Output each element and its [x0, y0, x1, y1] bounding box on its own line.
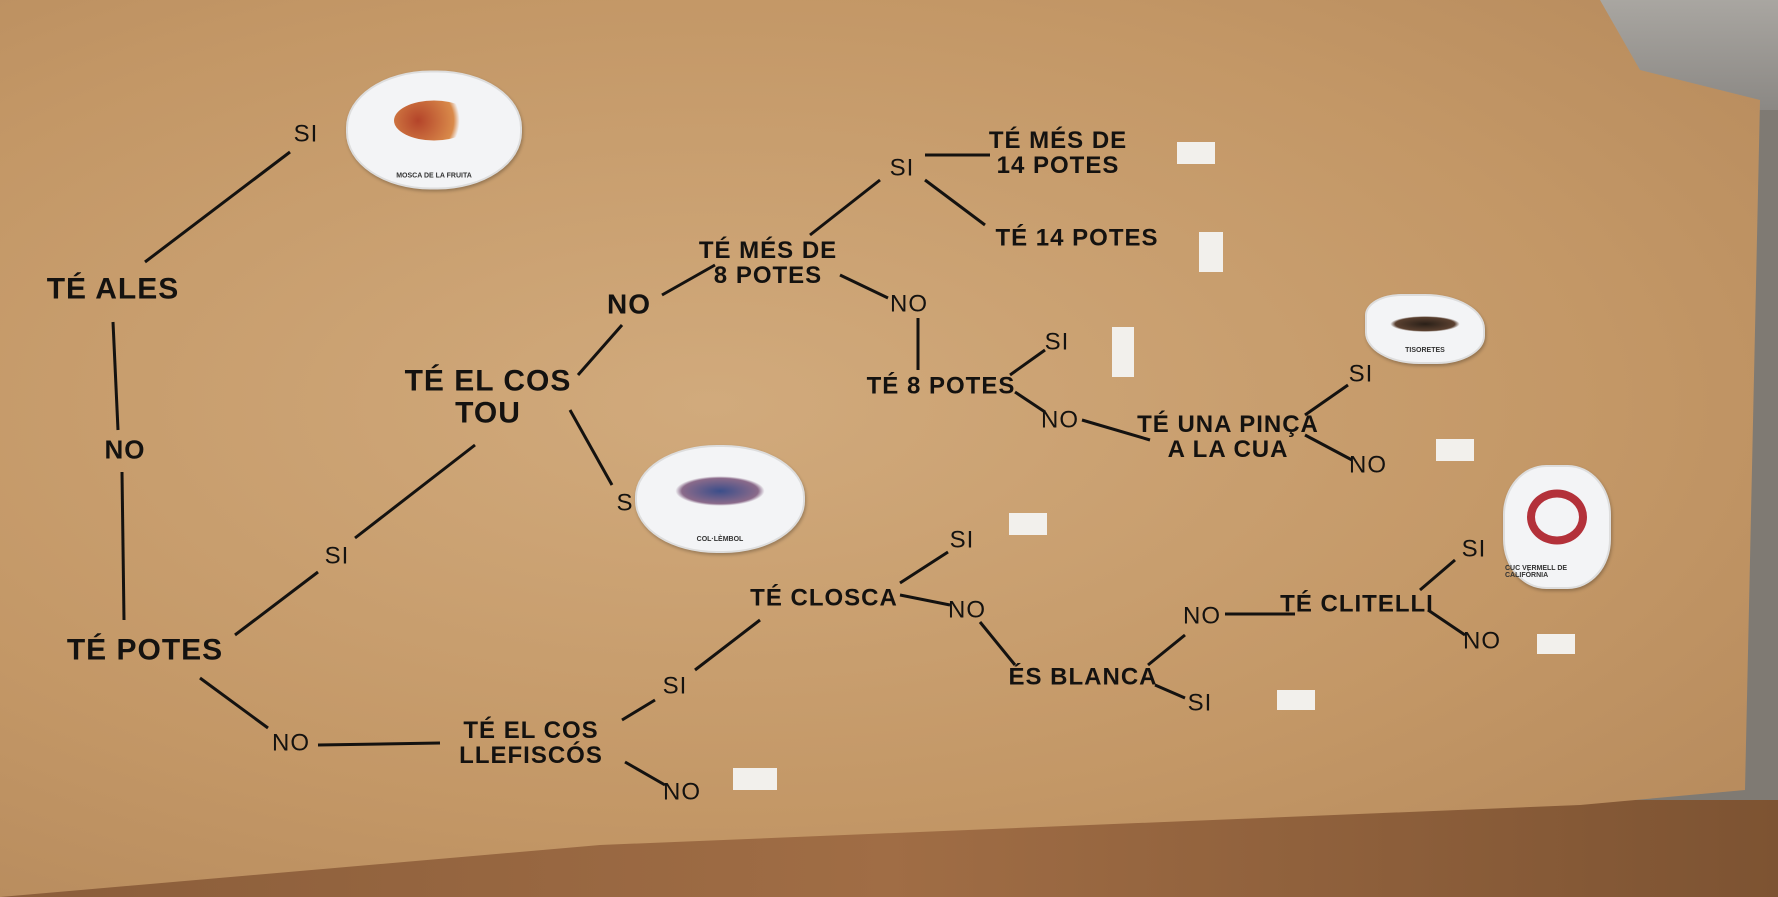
card-earwig: TISORETES: [1365, 294, 1485, 364]
answer-no: NO: [663, 778, 701, 806]
card-caption: MOSCA DE LA FRUITA: [396, 172, 472, 180]
answer-si: SI: [949, 526, 975, 554]
answer-no: NO: [890, 290, 928, 318]
velcro-tape: [1199, 232, 1223, 272]
line: [978, 621, 1017, 666]
line: [661, 263, 716, 297]
card-caption: CUC VERMELL DE CALIFÒRNIA: [1505, 565, 1568, 579]
card-caption: COL·LÈMBOL: [696, 536, 744, 543]
answer-no: NO: [1349, 451, 1387, 479]
node-te-potes: TÉ POTES: [66, 633, 224, 667]
answer-si: SI: [1044, 328, 1070, 356]
velcro-tape: [1177, 142, 1215, 164]
line: [1304, 383, 1349, 417]
card-red-worm: CUC VERMELL DE CALIFÒRNIA: [1503, 465, 1611, 589]
line: [621, 698, 656, 722]
line: [317, 741, 441, 747]
answer-si: SI: [1348, 360, 1374, 388]
answer-si: SI: [324, 542, 350, 570]
line: [111, 321, 120, 431]
answer-no: NO: [948, 596, 986, 624]
answer-no: NO: [1463, 627, 1501, 655]
answer-si: SI: [1461, 535, 1487, 563]
line: [899, 550, 949, 585]
line: [694, 618, 761, 672]
answer-no: NO: [104, 434, 146, 465]
card-caption: TISORETES: [1405, 347, 1445, 354]
springtail-icon: [675, 475, 765, 506]
node-te-mes-de-14-potes: TÉ MÉS DE 14 POTES: [988, 126, 1128, 179]
fruit-fly-icon: [394, 100, 474, 141]
answer-no: NO: [272, 729, 310, 757]
answer-si: SI: [293, 120, 319, 148]
line: [354, 443, 476, 540]
velcro-tape: [1436, 439, 1474, 461]
line: [568, 409, 614, 486]
line: [1419, 558, 1456, 592]
card-fruit-fly: MOSCA DE LA FRUITA: [346, 70, 522, 190]
line: [1427, 608, 1466, 637]
line: [809, 178, 881, 237]
node-te-8-potes: TÉ 8 POTES: [866, 372, 1016, 400]
velcro-tape: [1277, 690, 1315, 710]
line: [899, 593, 951, 607]
velcro-tape: [1537, 634, 1575, 654]
worm-icon: [1527, 489, 1587, 545]
velcro-tape: [1112, 327, 1134, 377]
answer-si: SI: [1187, 689, 1213, 717]
node-es-blanca: ÉS BLANCA: [1008, 663, 1158, 691]
line: [1304, 433, 1353, 462]
answer-no: NO: [1041, 406, 1079, 434]
line: [924, 178, 986, 227]
line: [1014, 390, 1046, 414]
answer-no: NO: [607, 288, 651, 320]
earwig-icon: [1390, 315, 1460, 332]
answer-no: NO: [1183, 602, 1221, 630]
line: [624, 760, 666, 787]
answer-si: SI: [662, 672, 688, 700]
answer-s: S: [616, 489, 634, 517]
line: [839, 273, 889, 300]
card-springtail: COL·LÈMBOL: [635, 445, 805, 553]
line: [120, 471, 126, 621]
line: [1154, 683, 1186, 700]
line: [1009, 348, 1046, 377]
node-te-el-cos-llefiscos: TÉ EL COS LLEFISCÓS: [459, 716, 603, 769]
node-te-closca: TÉ CLOSCA: [750, 584, 898, 612]
node-te-14-potes: TÉ 14 POTES: [995, 224, 1159, 252]
line: [199, 676, 269, 730]
line: [1081, 418, 1151, 442]
node-te-ales: TÉ ALES: [46, 272, 180, 306]
answer-si: SI: [889, 154, 915, 182]
node-te-clitelli: TÉ CLITELLI: [1280, 590, 1434, 618]
line: [234, 570, 319, 637]
node-te-el-cos-tou: TÉ EL COS TOU: [404, 364, 572, 429]
line: [144, 150, 291, 264]
line: [576, 324, 624, 376]
node-te-una-pinca-a-la-cua: TÉ UNA PINÇA A LA CUA: [1137, 410, 1319, 463]
velcro-tape: [1009, 513, 1047, 535]
line: [1147, 633, 1186, 667]
node-te-mes-de-8-potes: TÉ MÉS DE 8 POTES: [698, 236, 838, 289]
velcro-tape: [733, 768, 777, 790]
